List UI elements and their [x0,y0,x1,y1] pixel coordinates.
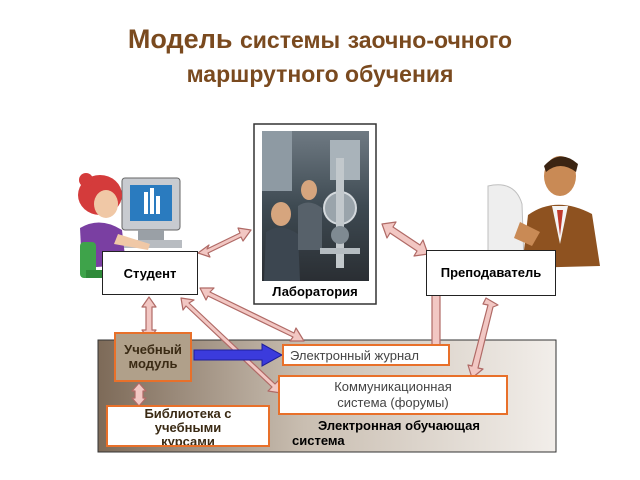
teacher-node: Преподаватель [426,250,556,296]
title-line-1: Модель системы заочно-очного [127,24,513,54]
laboratory-photo [253,123,377,305]
page-title: Модель системы заочно-очного маршрутного… [0,22,640,91]
module-node: Учебный модуль [114,332,192,382]
laboratory-label: Лаборатория [272,284,358,299]
journal-node: Электронный журнал [282,344,450,366]
arrow-lab-teacher [381,221,429,257]
comm-node: Коммуникационная система (форумы) [278,375,508,415]
system-label: Электронная обучающая система [292,418,480,448]
arrow-student-lab [197,227,252,258]
title-line-2: маршрутного обучения [186,61,454,87]
student-node: Студент [102,251,198,295]
library-node: Библиотека с учебными курсами [106,405,270,447]
arrow-module-journal [193,343,284,367]
arrow-student-journal [199,287,305,342]
